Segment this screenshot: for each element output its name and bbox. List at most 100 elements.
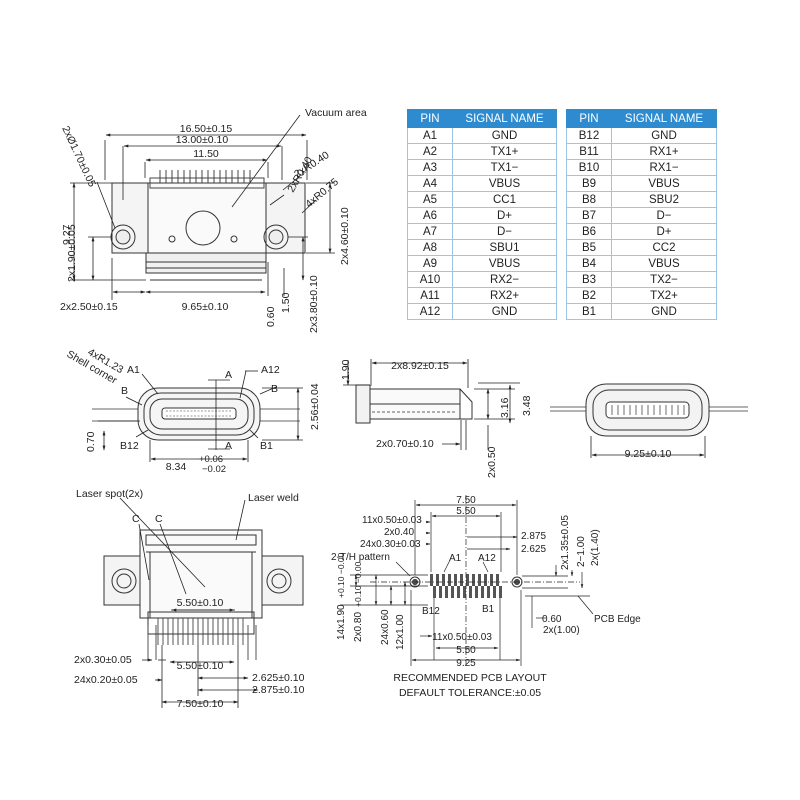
section-c-right: C	[155, 513, 163, 525]
front-view: 4xR1.23 Shell corner A1 A12 B12 B1 A A B…	[65, 346, 322, 475]
pcb-pin-a1: A1	[449, 553, 462, 564]
pin-cell: A5	[407, 191, 453, 208]
pcb-dim-0-80-tol: +0.10 −0.00	[353, 561, 363, 607]
dim-11-50: 11.50	[193, 148, 219, 160]
pcb-pin-b12: B12	[422, 606, 440, 617]
dim-8-34-tol-up: +0.06	[199, 454, 223, 465]
bottom-view: Laser spot(2x) Laser weld C C 5.50±0.10 …	[74, 488, 305, 710]
mount-hole-bottom-left	[111, 568, 137, 594]
pin-cell: A1	[407, 127, 453, 144]
section-c-left: C	[132, 513, 140, 525]
mount-hole-bottom-right	[266, 568, 292, 594]
signal-cell: VBUS	[452, 175, 557, 192]
pin-cell: A3	[407, 159, 453, 176]
pin-header: PIN	[407, 109, 453, 128]
dim-16-50: 16.50±0.15	[180, 123, 233, 135]
pin-cell: B5	[566, 239, 612, 256]
signal-cell: VBUS	[611, 255, 717, 272]
pcb-dim-0-60: 0.60	[542, 614, 562, 625]
pcb-dim-1-00b: 2x(1.00)	[543, 625, 580, 636]
signal-cell: RX2−	[452, 271, 557, 288]
signal-cell: TX2+	[611, 287, 717, 304]
signal-cell: TX1−	[452, 159, 557, 176]
signal-cell: GND	[611, 303, 717, 320]
signal-cell: VBUS	[452, 255, 557, 272]
pcb-edge-label: PCB Edge	[594, 614, 641, 625]
pcb-pads	[430, 574, 502, 598]
pin-cell: A4	[407, 175, 453, 192]
dim-r075: 4xR0.75	[303, 176, 341, 210]
dim-2-625: 2.625±0.10	[252, 672, 305, 684]
pin-cell: A9	[407, 255, 453, 272]
pcb-caption: RECOMMENDED PCB LAYOUT	[393, 672, 547, 684]
signal-cell: GND	[611, 127, 717, 144]
dim-5-50-top: 5.50±0.10	[177, 597, 224, 609]
pcb-dim-1-90-tol: +0.10 −0.00	[336, 552, 346, 598]
signal-name-header: SIGNAL NAME	[452, 109, 557, 128]
pin-label-a12: A12	[261, 364, 280, 376]
dim-1-50: 1.50	[280, 292, 292, 313]
section-a-bottom: A	[225, 440, 232, 452]
pcb-dim-0-60v: 24x0.60	[380, 609, 391, 645]
pin-label-a1: A1	[127, 364, 140, 376]
pcb-dim-1-35: 2x1.35±0.05	[560, 515, 571, 570]
pcb-dim-1-00v: 12x1.00	[395, 614, 406, 650]
signal-cell: RX2+	[452, 287, 557, 304]
signal-cell: SBU1	[452, 239, 557, 256]
vacuum-circle	[185, 210, 221, 246]
pin-cell: B1	[566, 303, 612, 320]
pcb-th-pattern: 2-T/H pattern	[331, 552, 390, 563]
pcb-dim-2x040: 2x0.40	[384, 527, 414, 538]
dim-3-80: 2x3.80±0.10	[308, 275, 320, 333]
dim-2-56: 2.56±0.04	[309, 383, 321, 430]
dim-5-50: 5.50±0.10	[177, 660, 224, 672]
pin-cell: B12	[566, 127, 612, 144]
pcb-pin-b1: B1	[482, 604, 495, 615]
pcb-dim-11x050b: 11x0.50±0.03	[432, 632, 492, 643]
pcb-dim-5-50: 5.50	[456, 506, 476, 517]
side-view: 1.90 2x8.92±0.15 3.16 3.48 2x0.70±0.10 2…	[340, 359, 533, 478]
pin-cell: A8	[407, 239, 453, 256]
pcb-layout-labels: 7.50 5.50 11x0.50±0.03 2x0.40 24x0.30±0.…	[331, 495, 641, 699]
dim-9-65: 9.65±0.10	[182, 301, 229, 313]
pin-cell: B6	[566, 223, 612, 240]
side-view-labels: 1.90 2x8.92±0.15 3.16 3.48 2x0.70±0.10 2…	[340, 359, 533, 478]
pin-cell: A6	[407, 207, 453, 224]
pin-label-b1: B1	[260, 440, 273, 452]
signal-cell: GND	[452, 303, 557, 320]
pin-cell: A10	[407, 271, 453, 288]
pin-cell: A7	[407, 223, 453, 240]
pin-cell: B2	[566, 287, 612, 304]
pcb-dim-1-40: 2x(1.40)	[590, 529, 601, 566]
dim-0-70: 0.70	[85, 431, 97, 452]
signal-cell: VBUS	[611, 175, 717, 192]
signal-cell: CC2	[611, 239, 717, 256]
signal-cell: D−	[611, 207, 717, 224]
dim-13-00: 13.00±0.10	[176, 134, 229, 146]
dim-3-48: 3.48	[521, 395, 533, 416]
pcb-dim-1-00a: 2−1.00	[576, 536, 587, 567]
signal-cell: TX2−	[611, 271, 717, 288]
pin-cell: B8	[566, 191, 612, 208]
top-view: Vacuum area 16.50±0.15 13.00±0.10 11.50 …	[59, 107, 367, 333]
dim-9-27: 9.27	[61, 224, 73, 245]
pin-cell: A12	[407, 303, 453, 320]
pin-header: PIN	[566, 109, 612, 128]
pcb-dim-24x030: 24x0.30±0.03	[360, 539, 421, 550]
